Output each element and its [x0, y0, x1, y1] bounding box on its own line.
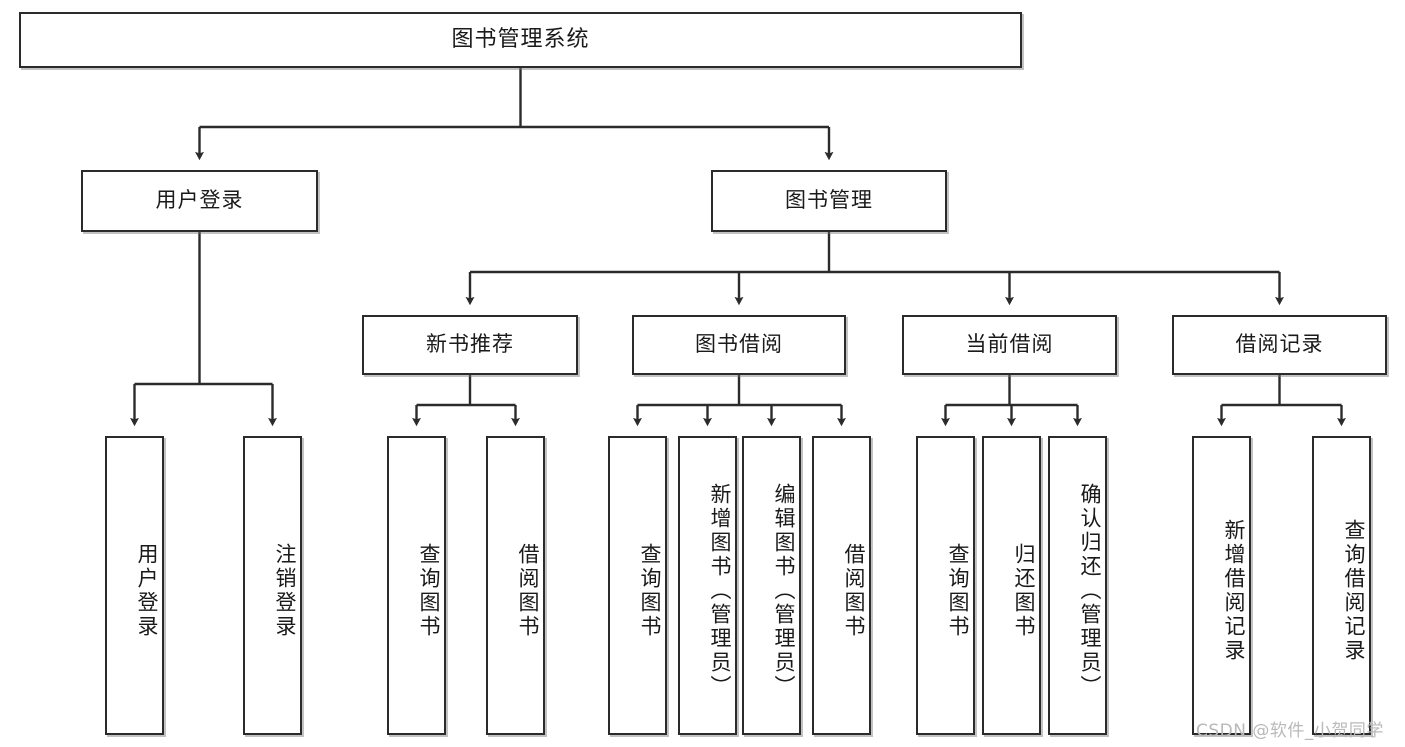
node-leaf-c2[interactable]: 新增图书（管理员） [678, 436, 737, 735]
node-label: 注销登录 [273, 542, 297, 639]
node-leaf-e2[interactable]: 查询借阅记录 [1312, 436, 1371, 735]
node-leaf-a1[interactable]: 用户登录 [105, 436, 164, 735]
node-leaf-b1[interactable]: 查询图书 [387, 436, 446, 735]
node-root[interactable]: 图书管理系统 [19, 12, 1022, 68]
node-leaf-d3[interactable]: 确认归还（管理员） [1048, 436, 1107, 735]
node-leaf-c1[interactable]: 查询图书 [608, 436, 667, 735]
node-l3a[interactable]: 新书推荐 [362, 315, 578, 375]
node-leaf-d2[interactable]: 归还图书 [982, 436, 1041, 735]
node-label: 图书管理系统 [451, 26, 590, 52]
node-label: 确认归还（管理员） [1078, 482, 1102, 699]
node-label: 编辑图书（管理员） [772, 482, 796, 699]
node-l3d[interactable]: 借阅记录 [1172, 315, 1387, 375]
node-label: 新增借阅记录 [1222, 518, 1246, 663]
node-l3c[interactable]: 当前借阅 [902, 315, 1117, 375]
node-label: 查询图书 [946, 542, 970, 639]
node-label: 新书推荐 [426, 332, 514, 357]
node-leaf-a2[interactable]: 注销登录 [243, 436, 302, 735]
node-label: 图书借阅 [695, 332, 783, 357]
node-label: 借阅记录 [1235, 332, 1324, 357]
node-label: 查询图书 [417, 542, 441, 639]
node-l3b[interactable]: 图书借阅 [632, 315, 846, 375]
node-label: 用户登录 [135, 542, 159, 639]
node-label: 图书管理 [785, 188, 873, 213]
node-label: 新增图书（管理员） [708, 482, 732, 699]
node-leaf-d1[interactable]: 查询图书 [916, 436, 975, 735]
node-leaf-c4[interactable]: 借阅图书 [812, 436, 871, 735]
watermark-text: CSDN @软件_小贺同学 [1196, 721, 1384, 741]
node-label: 当前借阅 [965, 332, 1054, 357]
node-l2a[interactable]: 用户登录 [81, 170, 318, 232]
node-label: 借阅图书 [842, 542, 866, 639]
node-leaf-e1[interactable]: 新增借阅记录 [1192, 436, 1251, 735]
node-leaf-b2[interactable]: 借阅图书 [486, 436, 545, 735]
node-leaf-c3[interactable]: 编辑图书（管理员） [742, 436, 801, 735]
node-label: 归还图书 [1012, 542, 1036, 639]
node-l2b[interactable]: 图书管理 [711, 170, 947, 232]
node-label: 查询图书 [638, 542, 662, 639]
node-label: 用户登录 [155, 188, 244, 213]
node-label: 查询借阅记录 [1342, 518, 1366, 663]
node-label: 借阅图书 [516, 542, 540, 639]
